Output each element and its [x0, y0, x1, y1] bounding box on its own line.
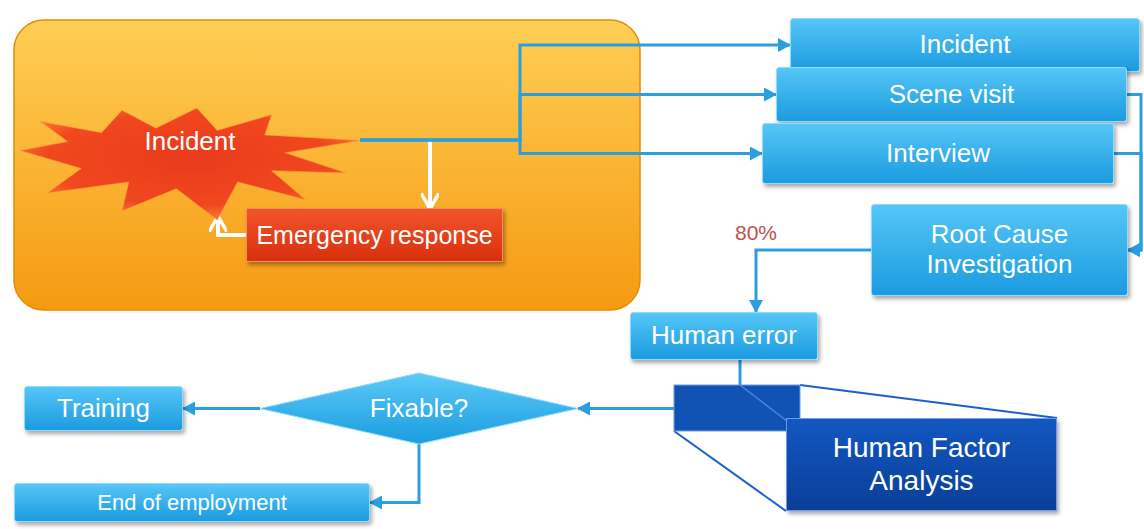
flow-connector — [183, 407, 260, 410]
outcome-box: End of employment — [14, 483, 370, 522]
zoom-source-box — [674, 385, 800, 431]
node-text: Incident — [919, 30, 1010, 60]
node-text: Training — [57, 394, 150, 424]
node-text: Human error — [651, 321, 797, 351]
response-arrow — [218, 217, 246, 235]
starburst-shape — [20, 108, 360, 220]
process-box: Interview — [762, 123, 1114, 184]
flow-connector — [1127, 95, 1141, 251]
zoom-line — [800, 385, 1057, 418]
flow-connector — [360, 140, 762, 154]
process-box: Root Cause Investigation — [871, 204, 1128, 296]
incident-panel — [14, 20, 640, 310]
outcome-box: Training — [24, 386, 183, 431]
node-text: Human Factor Analysis — [796, 432, 1047, 496]
response-box: Emergency response — [246, 208, 502, 262]
flow-connector — [360, 95, 776, 141]
decision-diamond: Fixable? — [260, 373, 578, 444]
process-box: Scene visit — [776, 67, 1127, 122]
zoom-line — [674, 431, 786, 511]
response-arrow — [428, 140, 432, 208]
node-text: Interview — [886, 139, 990, 169]
incident-starburst: Incident — [20, 108, 360, 220]
diamond-outline — [260, 373, 578, 444]
node-text: Root Cause Investigation — [881, 220, 1118, 280]
node-text: End of employment — [97, 490, 287, 515]
flow-connector — [360, 45, 790, 140]
edge-label: 80% — [733, 221, 779, 245]
node-text: Incident — [144, 127, 235, 157]
node-text: Emergency response — [256, 221, 492, 250]
node-text: Scene visit — [889, 80, 1015, 110]
flow-connector — [370, 444, 419, 503]
analysis-box: Human Factor Analysis — [786, 418, 1057, 511]
process-box: Incident — [790, 18, 1140, 72]
process-box: Human error — [630, 312, 818, 360]
flow-connector — [756, 250, 871, 312]
node-text: Fixable? — [370, 394, 468, 424]
starburst-outline — [20, 108, 360, 220]
